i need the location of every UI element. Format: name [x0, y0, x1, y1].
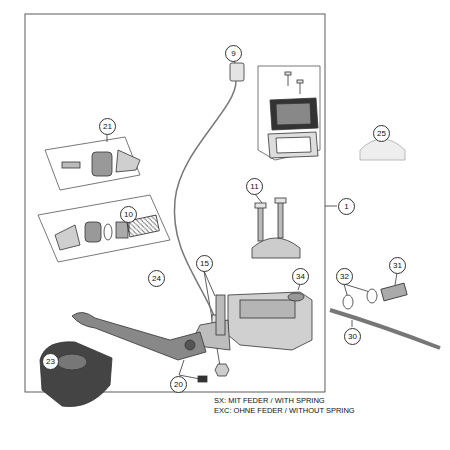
- callout-number: 1: [338, 198, 355, 215]
- variant-note: SX: MIT FEDER / WITH SPRING: [214, 396, 325, 405]
- callout-number: 30: [344, 328, 361, 345]
- callout-number: 31: [389, 257, 406, 274]
- callout-number: 24: [148, 270, 165, 287]
- callout-number: 20: [170, 376, 187, 393]
- callout-number: 9: [225, 45, 242, 62]
- variant-note: EXC: OHNE FEDER / WITHOUT SPRING: [214, 406, 355, 415]
- callout-number: 21: [99, 118, 116, 135]
- callout-number: 23: [42, 353, 59, 370]
- callout-number: 32: [336, 268, 353, 285]
- kit-outline: [258, 66, 320, 160]
- assembly-frame: [25, 14, 325, 392]
- callout-number: 25: [373, 125, 390, 142]
- callout-number: 15: [196, 255, 213, 272]
- callout-number: 11: [246, 178, 263, 195]
- callout-number: 34: [292, 268, 309, 285]
- callout-number: 10: [120, 206, 137, 223]
